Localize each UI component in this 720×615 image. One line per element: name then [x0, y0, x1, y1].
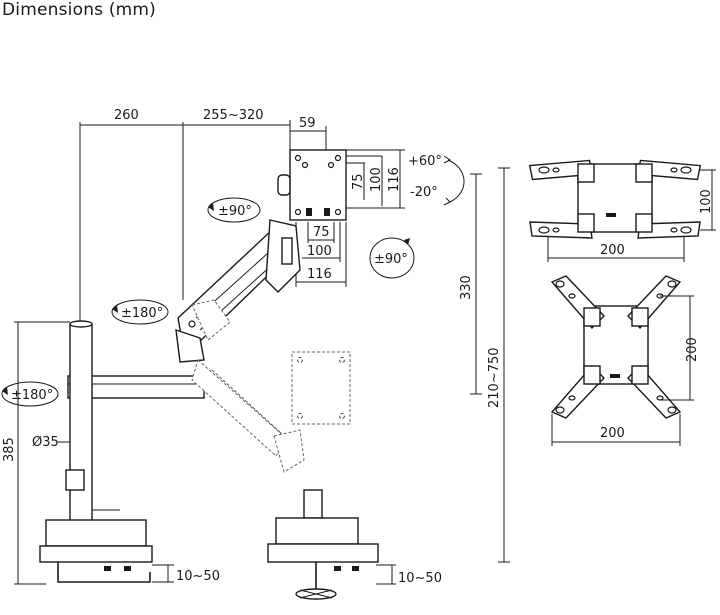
dim-reach-arm: 255~320	[203, 108, 264, 123]
swivel-base-label: ±180°	[11, 388, 53, 403]
dim-pole-diameter: Ø35	[32, 435, 59, 450]
dim-desk-grommet: 10~50	[398, 571, 442, 586]
height-dimensions: 330 210~750	[459, 167, 510, 563]
grommet-base: 10~50	[267, 489, 442, 600]
dim-adapter2-height: 200	[685, 337, 700, 362]
vesa-plate-upper: 75 100 116 75 100 116	[277, 149, 405, 287]
swivel-arm-indicator: ±180°	[111, 299, 169, 325]
left-dimensions: 385 Ø35	[2, 321, 70, 585]
dim-vesa-w-116: 116	[307, 267, 332, 282]
dim-adapter1-width: 200	[600, 243, 625, 258]
dim-vesa-w-75: 75	[313, 225, 330, 240]
dim-vesa-h-116: 116	[387, 167, 402, 192]
dim-adapter2-width: 200	[600, 426, 625, 441]
rotate-plate-label: ±90°	[218, 204, 252, 219]
dim-height-total: 210~750	[487, 347, 502, 408]
dim-height-range: 330	[459, 275, 474, 300]
arm-main	[39, 219, 301, 583]
dim-adapter1-height: 100	[699, 189, 714, 214]
clamp-thickness-dim: 10~50	[152, 564, 220, 584]
vesa-adapter-200x200: 200 200	[550, 275, 700, 446]
swivel-head-indicator: ±90°	[369, 237, 415, 279]
tilt-up-label: +60°	[408, 154, 442, 169]
dim-vesa-w-100: 100	[307, 244, 332, 259]
tilt-down-label: -20°	[410, 185, 438, 200]
swivel-base-indicator: ±180°	[1, 381, 59, 407]
swivel-head-label: ±90°	[374, 252, 408, 267]
dim-pole-height: 385	[2, 437, 17, 462]
diagram-title: Dimensions (mm)	[2, 0, 157, 20]
dim-vesa-h-75: 75	[351, 173, 366, 190]
dim-plate-depth: 59	[299, 116, 316, 131]
vesa-adapter-200x100: 100 200	[528, 159, 716, 262]
swivel-arm-label: ±180°	[121, 306, 163, 321]
dim-reach-base: 260	[114, 108, 139, 123]
rotate-plate-indicator: ±90°	[207, 197, 261, 223]
top-dimensions: 260 255~320 59	[79, 108, 327, 322]
tilt-indicator: +60° -20°	[408, 154, 465, 206]
dim-vesa-h-100: 100	[369, 167, 384, 192]
dim-desk-clamp: 10~50	[176, 569, 220, 584]
arm-lowered	[191, 299, 351, 473]
